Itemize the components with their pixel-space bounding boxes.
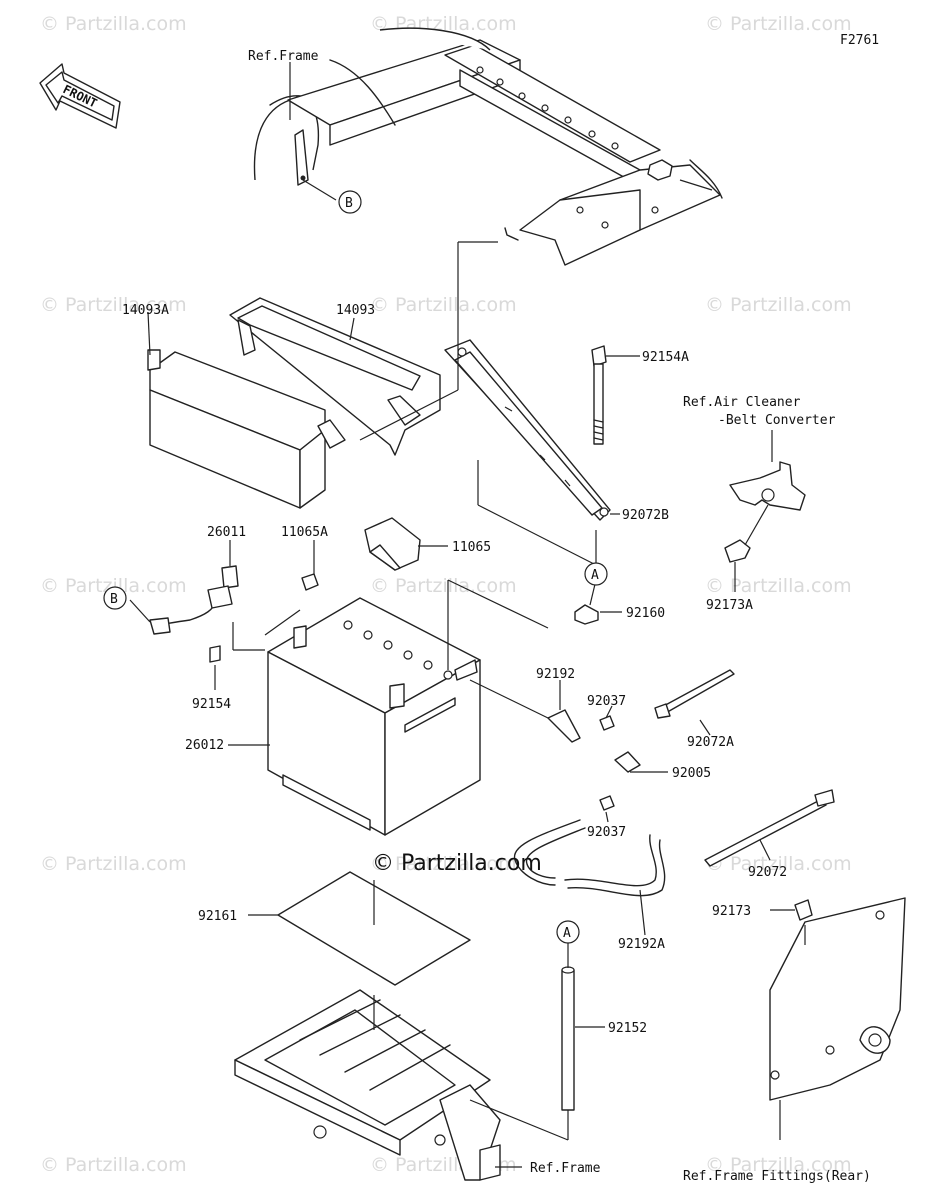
watermark: © Partzilla.com [705,13,852,35]
part-label-14093: 14093 [336,303,375,318]
ground-cable [149,565,239,663]
front-arrow-icon: FRONT [39,63,121,129]
marker-a-label: A [591,568,599,583]
part-label-92160: 92160 [626,606,665,621]
part-label-92173a: 92173A [706,598,753,613]
ref-frame-top-label: Ref.Frame [248,49,319,64]
cable-ties [654,669,835,867]
part-label-92192: 92192 [536,667,575,682]
part-label-92072b: 92072B [622,508,669,523]
part-label-92005: 92005 [672,766,711,781]
ref-belt-converter-label: -Belt Converter [718,413,836,428]
air-cleaner-bracket [724,461,806,563]
leader-lines [129,62,806,1168]
part-label-92154a: 92154A [642,350,689,365]
ref-frame-fittings-label: Ref.Frame Fittings(Rear) [683,1169,871,1184]
watermark: © Partzilla.com [40,853,187,875]
marker-b-label: B [345,196,353,211]
marker-b-left: B [103,586,127,610]
terminal-cover [301,517,421,591]
brand-label: © Partzilla.com [372,851,542,876]
watermark: © Partzilla.com [40,575,187,597]
part-label-26012: 26012 [185,738,224,753]
part-label-26011: 26011 [207,525,246,540]
watermark: © Partzilla.com [705,294,852,316]
watermark: © Partzilla.com [705,575,852,597]
battery-cover [147,297,441,509]
part-label-92072: 92072 [748,865,787,880]
part-label-11065: 11065 [452,540,491,555]
watermark-layer: © Partzilla.com © Partzilla.com © Partzi… [40,13,852,1176]
figure-code: F2761 [840,33,879,48]
watermark: © Partzilla.com [370,575,517,597]
hold-down-assembly [444,339,611,625]
frame-top [253,27,723,266]
part-label-92161: 92161 [198,909,237,924]
part-label-14093a: 14093A [122,303,169,318]
battery-mat [277,871,471,986]
watermark: © Partzilla.com [705,853,852,875]
part-label-92154: 92154 [192,697,231,712]
watermark: © Partzilla.com [705,1154,852,1176]
part-label-92152: 92152 [608,1021,647,1036]
watermark: © Partzilla.com [40,13,187,35]
part-label-92192a: 92192A [618,937,665,952]
marker-a-mid: A [584,562,608,586]
ref-frame-bottom-label: Ref.Frame [530,1161,601,1176]
marker-b-top: B [338,190,362,214]
part-label-92173: 92173 [712,904,751,919]
part-label-92072a: 92072A [687,735,734,750]
watermark: © Partzilla.com [40,1154,187,1176]
ref-air-cleaner-label: Ref.Air Cleaner [683,395,801,410]
marker-a-bottom: A [556,920,580,944]
part-label-92037-top: 92037 [587,694,626,709]
vent-hose [513,819,666,897]
battery-tray [234,989,501,1181]
part-label-11065a: 11065A [281,525,328,540]
watermark: © Partzilla.com [370,294,517,316]
battery [267,597,481,836]
marker-b-label: B [110,592,118,607]
rear-fittings-plate [769,897,906,1101]
vent-fittings [547,709,641,811]
watermark: © Partzilla.com [40,294,187,316]
marker-a-label: A [563,926,571,941]
pipe-92152 [561,966,575,1111]
part-label-92037-bottom: 92037 [587,825,626,840]
watermark: © Partzilla.com [370,853,517,875]
